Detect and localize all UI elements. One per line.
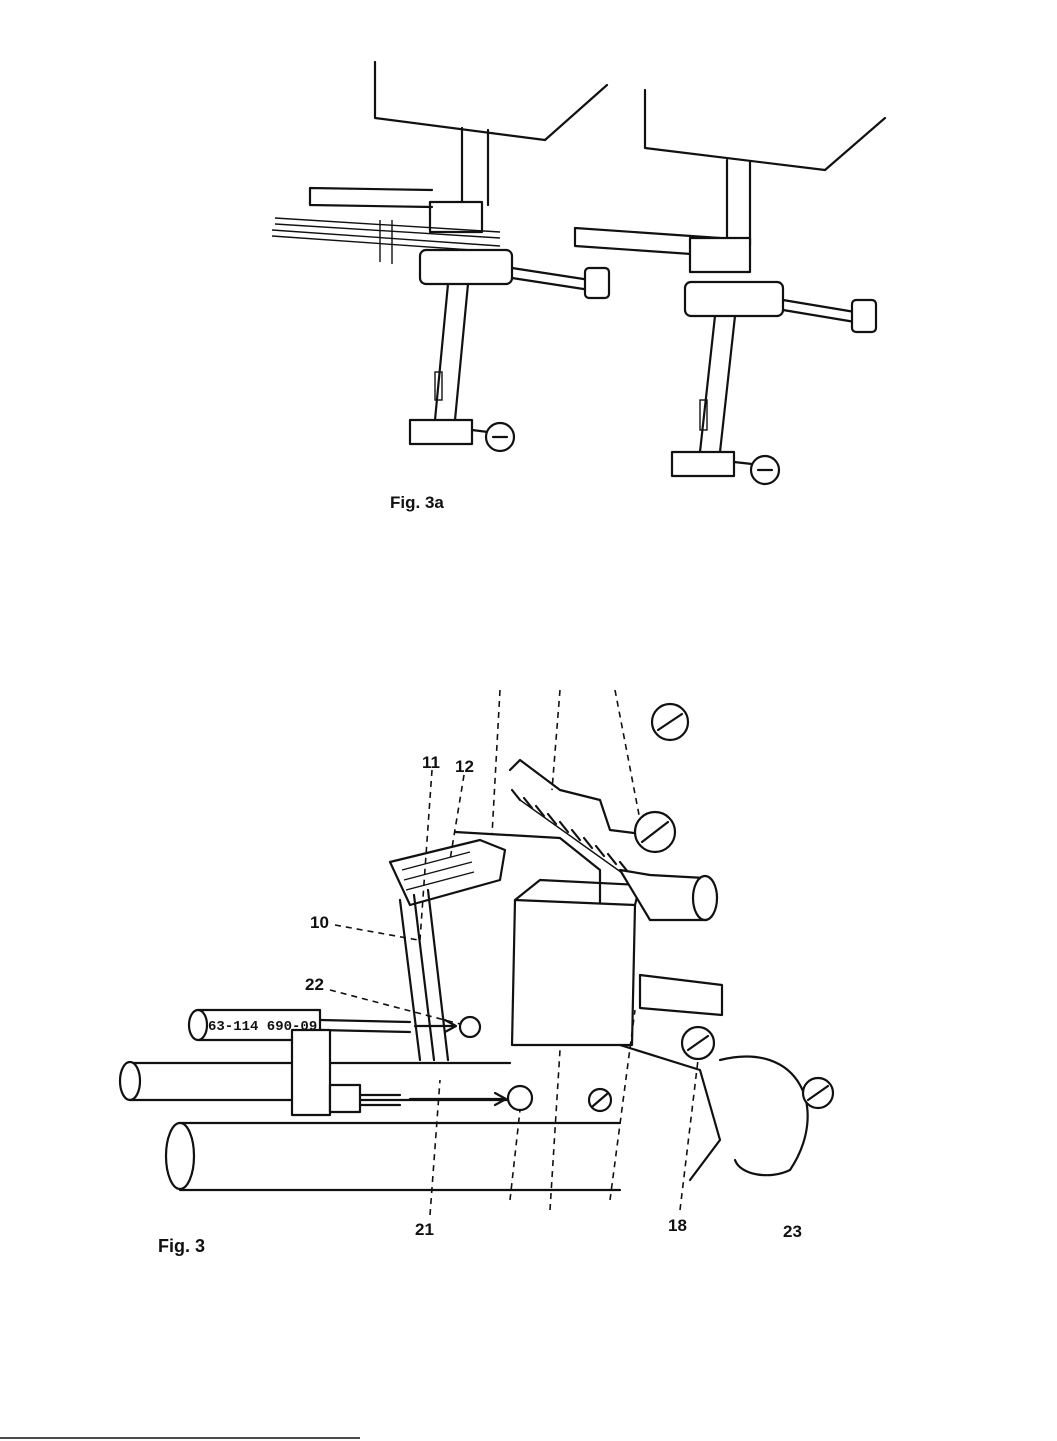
tool-part-number: 63-114 690-09 [208,1019,317,1035]
fig3-caption: Fig. 3 [158,1236,205,1256]
fig3-frame [390,832,808,1180]
callout-18: 18 [668,1216,687,1235]
fig3a-right-assembly [575,90,885,484]
fig3a-caption: Fig. 3a [390,493,444,512]
fig3a-left-assembly [272,62,609,451]
figure-3: 63-114 690-09 11 12 10 22 21 18 23 Fig. … [120,690,833,1256]
callout-10: 10 [310,913,329,932]
fig3-shafts [120,1062,620,1190]
fig3-spring [510,760,717,920]
callout-21: 21 [415,1220,434,1239]
callout-23: 23 [783,1222,802,1241]
callout-11: 11 [422,753,440,772]
callout-12: 12 [455,757,474,776]
callout-22: 22 [305,975,324,994]
figure-3a: Fig. 3a [272,62,885,512]
